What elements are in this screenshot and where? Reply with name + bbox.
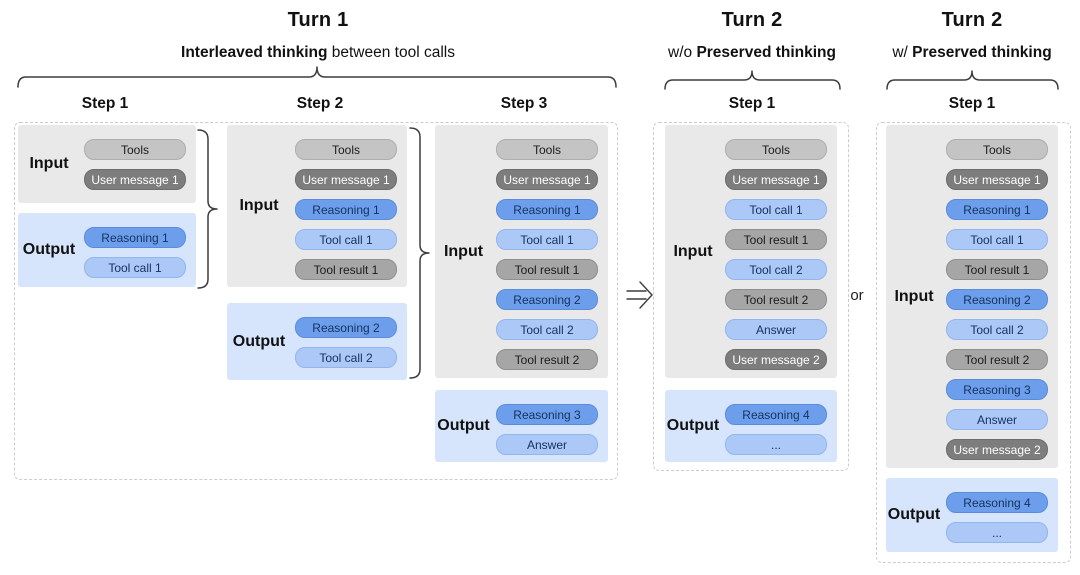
turn2-without-output-panel: Output Reasoning 4... (665, 390, 837, 462)
step1-output-panel: Output Reasoning 1 Tool call 1 (18, 213, 196, 287)
turn2-with-overbrace (886, 70, 1059, 90)
chip-reasoning-4: Reasoning 4 (725, 404, 827, 425)
chip-tools: Tools (946, 139, 1048, 160)
turn1-group-box (14, 122, 618, 480)
turn2-with-group-box (876, 122, 1071, 563)
turn2-without-output-chips: Reasoning 4... (725, 404, 827, 455)
turn1-step2-label: Step 2 (296, 95, 344, 112)
chip-tool-call-2: Tool call 2 (295, 347, 397, 368)
chip-reasoning-3: Reasoning 3 (496, 404, 598, 425)
input-label: Input (673, 242, 713, 260)
chip-user-message-1: User message 1 (84, 169, 186, 190)
chip-reasoning-3: Reasoning 3 (946, 379, 1048, 400)
chip-ellipsis: ... (725, 434, 827, 455)
input-label: Input (443, 242, 484, 260)
turn2-with-output-panel: Output Reasoning 4... (886, 478, 1058, 552)
input-label: Input (894, 287, 934, 305)
chip-reasoning-2: Reasoning 2 (295, 317, 397, 338)
turn2-without-subtitle-pre: w/o (668, 44, 697, 61)
turn2-without-subtitle-bold: Preserved thinking (696, 44, 836, 61)
turn1-title: Turn 1 (287, 9, 349, 31)
chip-reasoning-1: Reasoning 1 (84, 227, 186, 248)
chip-user-message-2: User message 2 (946, 439, 1048, 460)
turn2-without-overbrace (664, 70, 841, 90)
turn1-subtitle-post: between tool calls (327, 44, 455, 61)
input-label: Input (239, 197, 279, 214)
chip-tool-call-2: Tool call 2 (496, 319, 598, 340)
turn2-without-title: Turn 2 (721, 9, 783, 31)
turn2-with-step1-label: Step 1 (948, 95, 996, 112)
turn2-with-subtitle-pre: w/ (892, 44, 913, 61)
chip-tools: Tools (84, 139, 186, 160)
chip-tool-call-2: Tool call 2 (946, 319, 1048, 340)
chip-answer: Answer (496, 434, 598, 455)
double-arrow-icon (626, 281, 653, 309)
output-label: Output (666, 417, 720, 434)
chip-tool-call-1: Tool call 1 (295, 229, 397, 250)
chip-tool-call-2: Tool call 2 (725, 259, 827, 280)
step1-output-chips: Reasoning 1 Tool call 1 (84, 227, 186, 278)
output-label: Output (887, 506, 941, 523)
chip-answer: Answer (725, 319, 827, 340)
chip-tools: Tools (496, 139, 598, 160)
chip-tool-call-1: Tool call 1 (84, 257, 186, 278)
turn1-step1-label: Step 1 (81, 95, 129, 112)
turn2-without-subtitle: w/o Preserved thinking (592, 44, 912, 62)
chip-answer: Answer (946, 409, 1048, 430)
chip-tool-result-1: Tool result 1 (725, 229, 827, 250)
chip-reasoning-2: Reasoning 2 (946, 289, 1048, 310)
output-label: Output (437, 417, 490, 434)
chip-user-message-1: User message 1 (496, 169, 598, 190)
chip-tool-result-2: Tool result 2 (496, 349, 598, 370)
chip-tool-result-1: Tool result 1 (295, 259, 397, 280)
chip-tool-result-2: Tool result 2 (725, 289, 827, 310)
chip-tool-call-1: Tool call 1 (496, 229, 598, 250)
chip-user-message-2: User message 2 (725, 349, 827, 370)
step2-output-chips: Reasoning 2 Tool call 2 (295, 317, 397, 368)
chip-tools: Tools (295, 139, 397, 160)
turn1-subtitle-bold: Interleaved thinking (181, 44, 328, 61)
turn2-with-subtitle: w/ Preserved thinking (812, 44, 1080, 62)
turn1-subtitle: Interleaved thinking between tool calls (158, 44, 478, 62)
turn2-with-output-chips: Reasoning 4... (946, 492, 1048, 543)
turn2-without-group-box (653, 122, 849, 471)
turn1-step3-label: Step 3 (500, 95, 548, 112)
turn2-with-subtitle-bold: Preserved thinking (912, 44, 1052, 61)
chip-tools: Tools (725, 139, 827, 160)
output-label: Output (232, 332, 286, 350)
chip-tool-call-1: Tool call 1 (946, 229, 1048, 250)
chip-tool-result-1: Tool result 1 (496, 259, 598, 280)
chip-reasoning-1: Reasoning 1 (946, 199, 1048, 220)
step3-output-panel: Output Reasoning 3 Answer (435, 390, 608, 462)
chip-reasoning-1: Reasoning 1 (295, 199, 397, 220)
chip-user-message-1: User message 1 (295, 169, 397, 190)
turn2-with-title: Turn 2 (941, 9, 1003, 31)
step3-output-chips: Reasoning 3 Answer (496, 404, 598, 455)
chip-tool-result-1: Tool result 1 (946, 259, 1048, 280)
or-label: or (850, 287, 864, 304)
input-label: Input (29, 155, 69, 172)
chip-tool-call-1: Tool call 1 (725, 199, 827, 220)
chip-tool-result-2: Tool result 2 (946, 349, 1048, 370)
chip-reasoning-4: Reasoning 4 (946, 492, 1048, 513)
chip-user-message-1: User message 1 (946, 169, 1048, 190)
step2-output-panel: Output Reasoning 2 Tool call 2 (227, 303, 407, 380)
output-label: Output (22, 241, 76, 258)
chip-reasoning-1: Reasoning 1 (496, 199, 598, 220)
chip-ellipsis: ... (946, 522, 1048, 543)
chip-user-message-1: User message 1 (725, 169, 827, 190)
turn1-overbrace (17, 66, 617, 88)
chip-reasoning-2: Reasoning 2 (496, 289, 598, 310)
turn2-without-step1-label: Step 1 (728, 95, 776, 112)
